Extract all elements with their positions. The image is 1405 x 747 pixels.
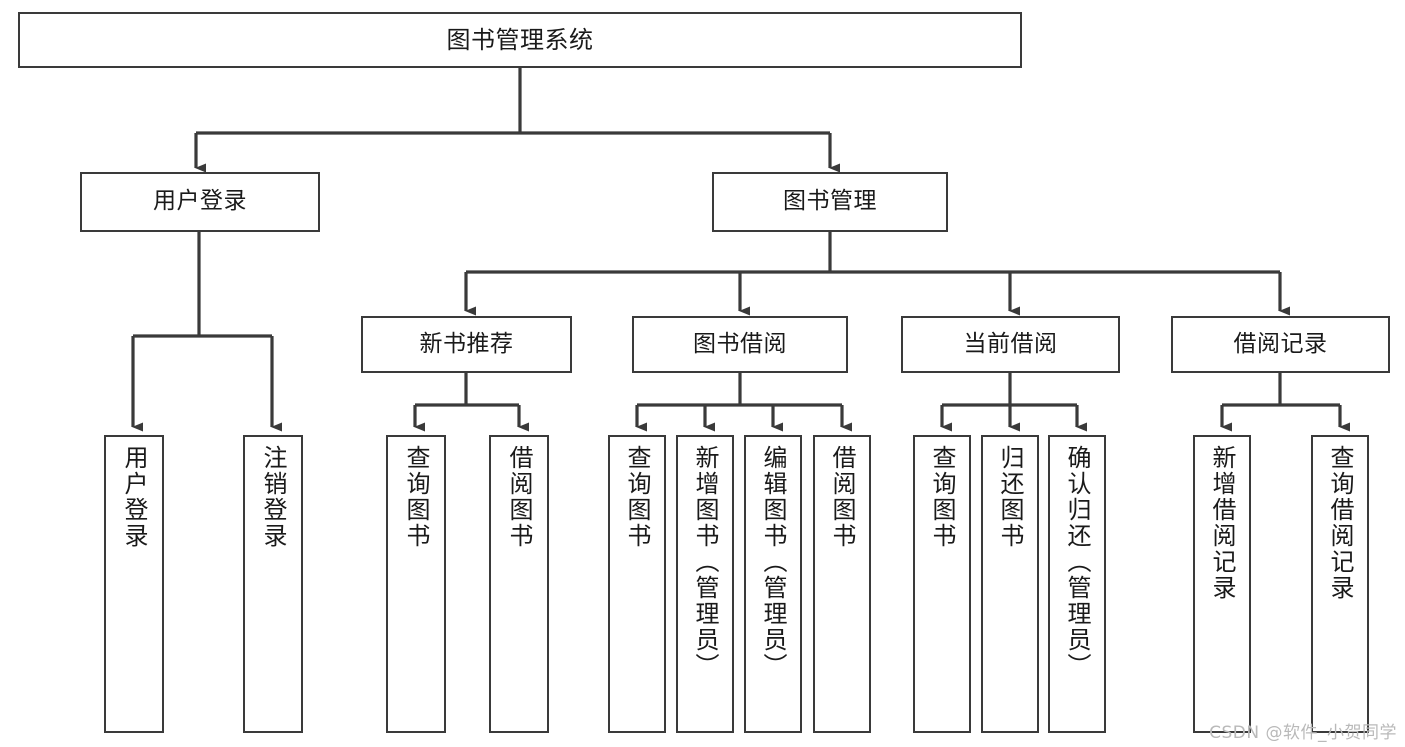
node-root-system-label: 图书管理系统 bbox=[446, 25, 594, 54]
leaf-return-book[interactable]: 归还图书 bbox=[981, 435, 1039, 733]
node-new-book-recommend-label: 新书推荐 bbox=[419, 330, 514, 357]
leaf-add-record-label: 新增借阅记录 bbox=[1208, 445, 1236, 601]
leaf-query-record-label: 查询借阅记录 bbox=[1326, 445, 1354, 601]
node-borrow-record-label: 借阅记录 bbox=[1233, 330, 1328, 357]
leaf-query-book-3-label: 查询图书 bbox=[928, 445, 956, 549]
leaf-add-book-label: 新增图书（管理员） bbox=[691, 445, 719, 679]
leaf-edit-book[interactable]: 编辑图书（管理员） bbox=[744, 435, 802, 733]
csdn-watermark: CSDN @软件_小贺同学 bbox=[1209, 723, 1397, 743]
leaf-query-book-2[interactable]: 查询图书 bbox=[608, 435, 666, 733]
leaf-query-record[interactable]: 查询借阅记录 bbox=[1311, 435, 1369, 733]
node-user-login[interactable]: 用户登录 bbox=[80, 172, 320, 232]
leaf-query-book-3[interactable]: 查询图书 bbox=[913, 435, 971, 733]
leaf-return-book-label: 归还图书 bbox=[996, 445, 1024, 549]
node-current-borrow-label: 当前借阅 bbox=[963, 330, 1058, 357]
node-book-manage-label: 图书管理 bbox=[783, 188, 877, 215]
leaf-query-book-1[interactable]: 查询图书 bbox=[386, 435, 446, 733]
node-book-borrow-label: 图书借阅 bbox=[693, 330, 787, 357]
node-root-system[interactable]: 图书管理系统 bbox=[18, 12, 1022, 68]
node-borrow-record[interactable]: 借阅记录 bbox=[1171, 316, 1390, 373]
leaf-query-book-1-label: 查询图书 bbox=[402, 445, 430, 549]
node-book-borrow[interactable]: 图书借阅 bbox=[632, 316, 848, 373]
node-book-manage[interactable]: 图书管理 bbox=[712, 172, 948, 232]
leaf-logout-login-label: 注销登录 bbox=[259, 445, 287, 549]
leaf-user-login-label: 用户登录 bbox=[120, 445, 148, 549]
node-user-login-label: 用户登录 bbox=[153, 188, 247, 215]
leaf-query-book-2-label: 查询图书 bbox=[623, 445, 651, 549]
leaf-user-login[interactable]: 用户登录 bbox=[104, 435, 164, 733]
leaf-confirm-return[interactable]: 确认归还（管理员） bbox=[1048, 435, 1106, 733]
leaf-add-book[interactable]: 新增图书（管理员） bbox=[676, 435, 734, 733]
node-new-book-recommend[interactable]: 新书推荐 bbox=[361, 316, 572, 373]
leaf-add-record[interactable]: 新增借阅记录 bbox=[1193, 435, 1251, 733]
leaf-borrow-book-1-label: 借阅图书 bbox=[505, 445, 533, 549]
leaf-confirm-return-label: 确认归还（管理员） bbox=[1063, 445, 1091, 679]
leaf-borrow-book-1[interactable]: 借阅图书 bbox=[489, 435, 549, 733]
node-current-borrow[interactable]: 当前借阅 bbox=[901, 316, 1120, 373]
leaf-borrow-book-2-label: 借阅图书 bbox=[828, 445, 856, 549]
leaf-edit-book-label: 编辑图书（管理员） bbox=[759, 445, 787, 679]
leaf-borrow-book-2[interactable]: 借阅图书 bbox=[813, 435, 871, 733]
leaf-logout-login[interactable]: 注销登录 bbox=[243, 435, 303, 733]
